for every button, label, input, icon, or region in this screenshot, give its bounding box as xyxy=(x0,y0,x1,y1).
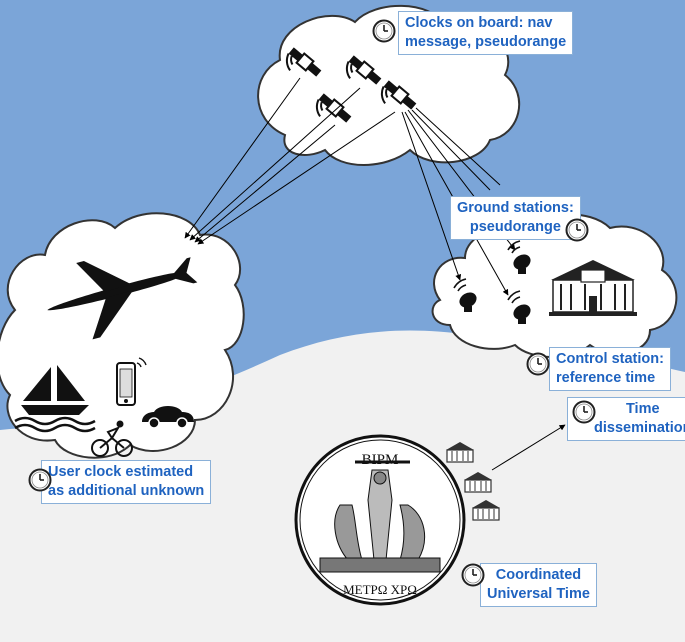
control-station-label: Control station: reference time xyxy=(549,347,671,391)
time-dissemination-line-2: dissemination xyxy=(594,420,685,436)
user-clock-line-2: as additional unknown xyxy=(48,483,205,499)
clock-icon xyxy=(526,352,550,376)
building-icon xyxy=(549,260,637,316)
ground-stations-line-1: Ground stations: xyxy=(457,200,574,216)
clock-icon xyxy=(28,468,52,492)
clock-icon xyxy=(461,563,485,587)
bipm-seal: BIPM ΜΕΤΡΩ ΧΡΩ xyxy=(294,434,466,606)
smartphone-icon xyxy=(116,357,147,406)
utc-line-1: Coordinated xyxy=(495,567,582,583)
control-station-line-2: reference time xyxy=(556,370,656,386)
utc-line-2: Universal Time xyxy=(487,586,590,602)
user-clock-label: User clock estimated as additional unkno… xyxy=(41,460,212,504)
seal-top-text: BIPM xyxy=(362,452,399,468)
user-signal-lines xyxy=(184,77,396,245)
control-station-line-1: Control station: xyxy=(556,351,664,367)
seal-bottom-text: ΜΕΤΡΩ ΧΡΩ xyxy=(343,582,417,597)
utc-label: Coordinated Universal Time xyxy=(480,563,597,607)
time-dissemination-line-1: Time xyxy=(625,401,660,417)
clock-icon xyxy=(372,19,396,43)
user-clock-line-1: User clock estimated xyxy=(48,464,194,480)
clock-icon xyxy=(572,400,596,424)
cyclist-icon xyxy=(91,420,133,457)
ground-stations-label: Ground stations: pseudorange xyxy=(450,196,581,240)
clocks-on-board-label: Clocks on board: nav message, pseudorang… xyxy=(398,11,574,55)
clock-icon xyxy=(565,218,589,242)
dissemination-arrow xyxy=(491,424,566,471)
car-icon xyxy=(142,406,194,429)
ground-stations-line-2: pseudorange xyxy=(469,219,561,235)
airplane-icon xyxy=(47,257,198,340)
sailboat-icon xyxy=(14,365,96,433)
clocks-on-board-line-2: message, pseudorange xyxy=(405,34,567,50)
clocks-on-board-line-1: Clocks on board: nav xyxy=(405,15,553,31)
